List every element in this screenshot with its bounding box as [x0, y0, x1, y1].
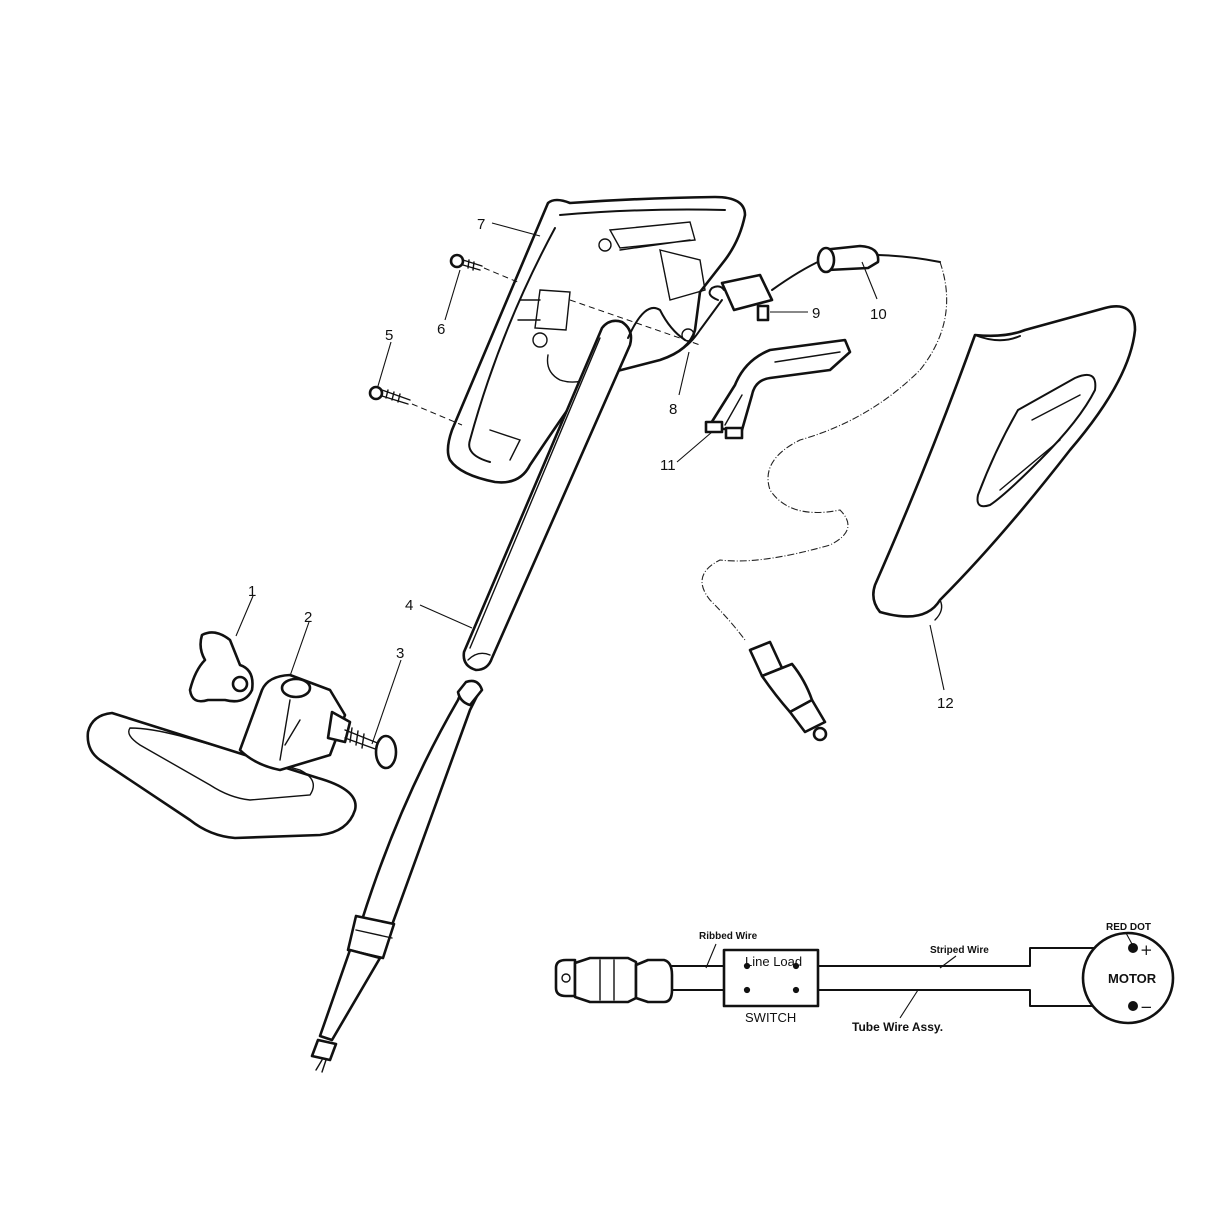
callout-7: 7: [477, 216, 485, 233]
callout-11: 11: [660, 457, 676, 474]
part-5-screw: [368, 385, 463, 426]
callout-3: 3: [396, 645, 404, 662]
motor-label: MOTOR: [1108, 971, 1157, 986]
callout-9: 9: [812, 305, 820, 322]
callout-4: 4: [405, 597, 413, 614]
callout-5: 5: [385, 327, 393, 344]
base-assembly: [86, 631, 398, 840]
striped-wire-label: Striped Wire: [930, 945, 989, 956]
lower-extension-tube: [310, 679, 484, 1073]
callout-1: 1: [248, 583, 256, 600]
switch-terminal-label: Line Load: [745, 954, 802, 969]
part-6-screw: [449, 253, 701, 346]
callout-2: 2: [304, 609, 312, 626]
tube-wire-label: Tube Wire Assy.: [852, 1020, 943, 1034]
plus-sign: +: [1140, 941, 1153, 959]
schematic-plug: [554, 956, 674, 1004]
red-dot-label: RED DOT: [1106, 922, 1151, 933]
minus-sign: −: [1140, 998, 1153, 1016]
part-12-nozzle: [872, 305, 1137, 621]
callout-12: 12: [937, 695, 954, 712]
motor-circle: [1081, 931, 1175, 1025]
part-9-switch: [679, 273, 774, 351]
switch-box: [722, 948, 820, 1008]
callout-8: 8: [669, 401, 677, 418]
lighter-plug: [748, 640, 828, 742]
switch-label: SWITCH: [745, 1010, 796, 1025]
ribbed-wire-label: Ribbed Wire: [699, 931, 758, 942]
callout-labels: 1 2 3 4 5 6 7 8 9 10 11 12: [248, 216, 954, 712]
callout-10: 10: [870, 306, 887, 323]
leader-lines: [235, 222, 945, 745]
part-4-upper-tube: [462, 307, 686, 672]
callout-6: 6: [437, 321, 445, 338]
part-11-bracket: [704, 338, 852, 440]
wiring-schematic: Line Load SWITCH MOTOR + − RED DOT Ribbe…: [554, 922, 1175, 1034]
part-10-cord: [701, 244, 948, 641]
